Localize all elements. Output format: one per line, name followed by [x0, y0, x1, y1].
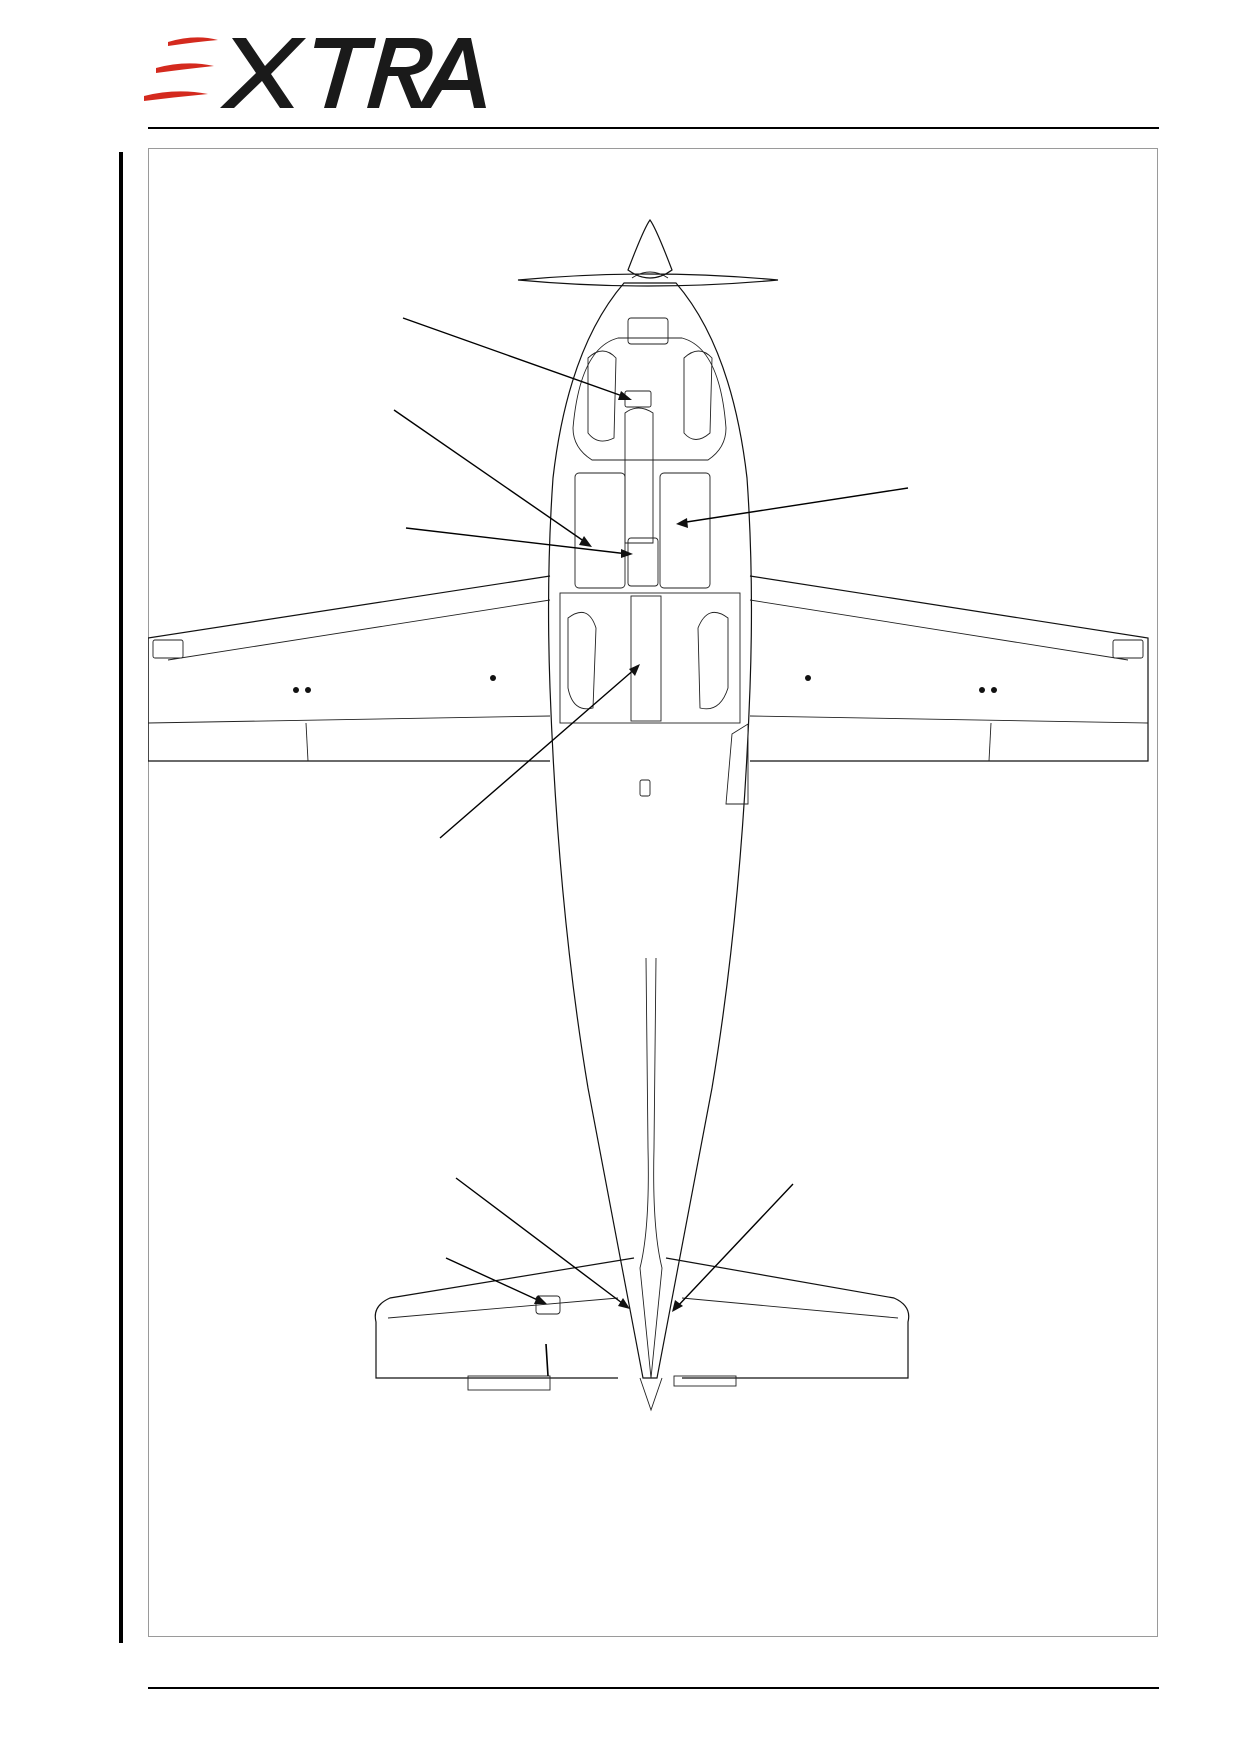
trim-actuator [545, 1343, 549, 1377]
leader-fwd-panel [402, 317, 629, 399]
rear-cockpit [559, 592, 741, 724]
rudder-pedal-right [683, 350, 713, 440]
leader-right-seat-panel [679, 487, 909, 524]
spinner [627, 218, 673, 279]
leader-right-seat-panel-head [676, 518, 688, 528]
leader-arrows [393, 317, 909, 1312]
stab-access-panel [535, 1295, 561, 1315]
left-elevator-trim-tab [467, 1375, 551, 1391]
header-rule [148, 127, 1159, 129]
leader-tail-right-head [672, 1300, 683, 1312]
rudder-tail-tip [639, 1377, 663, 1412]
right-wing-aileron-line [749, 715, 1149, 724]
center-panel [627, 537, 659, 587]
left-wing-flap-line [167, 599, 551, 661]
fin-spine [639, 957, 663, 1379]
floor-panel [630, 595, 662, 722]
aircraft-svg [148, 218, 1149, 1412]
leader-floor-panel-head [629, 664, 640, 676]
leader-tail-left-head [618, 1298, 630, 1309]
rear-pedal-right [697, 611, 729, 710]
rudder-pedal-left [587, 350, 617, 442]
leader-tail-right [675, 1183, 794, 1309]
footer-rule [148, 1687, 1159, 1689]
left-wing-aileron-line [148, 715, 551, 724]
leader-left-seat-panel [393, 409, 589, 545]
leader-stab-panel-head [534, 1295, 547, 1304]
right-wing-fitting-b [991, 687, 997, 693]
fwd-access-panel [627, 317, 669, 345]
left-wing [148, 575, 551, 762]
leader-stab-panel [445, 1257, 543, 1303]
leader-center-panel [405, 527, 629, 555]
aircraft-top-view-drawing [148, 148, 1158, 1637]
leader-floor-panel [439, 667, 637, 839]
belly-fitting [639, 779, 651, 797]
left-wing-fitting-c [490, 675, 496, 681]
right-elevator-line [681, 1297, 899, 1319]
right-wing-tip-panel [1112, 639, 1144, 659]
fwd-cockpit [572, 337, 727, 461]
right-wing-fitting-c [805, 675, 811, 681]
left-wing-tip-panel [152, 639, 184, 659]
extra-logo-mark [144, 37, 486, 108]
right-aileron-hinge [988, 722, 992, 762]
left-wing-fitting-a [293, 687, 299, 693]
right-stabilizer [665, 1257, 910, 1379]
left-elevator-line [387, 1297, 619, 1319]
revision-change-bar [119, 152, 123, 1643]
right-wing-flap-line [749, 599, 1129, 661]
left-stabilizer [374, 1257, 635, 1379]
right-seat-panel [659, 472, 711, 589]
side-access-panel [725, 723, 749, 805]
propeller [517, 273, 779, 287]
leader-left-seat-panel-head [579, 536, 592, 547]
leader-fwd-panel-head [618, 391, 632, 400]
left-aileron-hinge [305, 722, 309, 762]
center-console [624, 407, 654, 544]
figure-frame [148, 148, 1158, 1637]
left-seat-panel [574, 472, 626, 589]
right-wing [749, 575, 1149, 762]
right-elevator-trim-tab [673, 1375, 737, 1387]
leader-tail-left [455, 1177, 627, 1307]
rear-pedal-left [567, 611, 597, 710]
leader-center-panel-head [621, 549, 633, 558]
left-wing-fitting-b [305, 687, 311, 693]
cowl-inlet [631, 271, 669, 279]
right-wing-fitting-a [979, 687, 985, 693]
fuselage-outline [547, 282, 753, 1379]
extra-logo [140, 28, 500, 118]
